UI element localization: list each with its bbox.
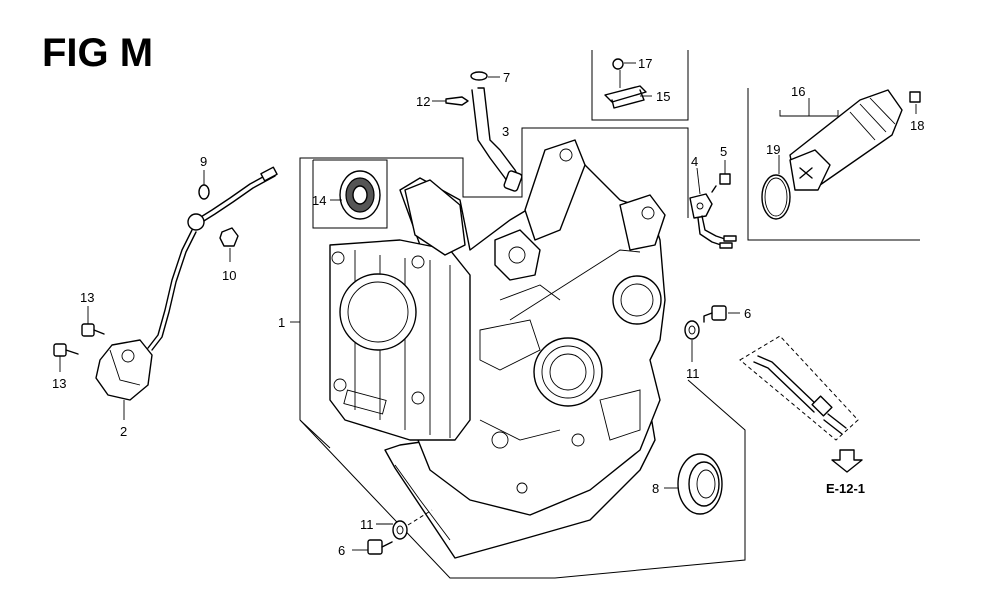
part-6-bolt-bottom — [352, 539, 393, 555]
part-11-washer-right — [684, 320, 700, 362]
callout-14: 14 — [312, 193, 326, 208]
part-2-switch — [95, 166, 278, 420]
callout-13-bottom: 13 — [52, 376, 66, 391]
part-12-pin — [432, 96, 469, 106]
part-8-seal — [664, 453, 723, 515]
part-16-box — [747, 88, 921, 241]
callout-18: 18 — [910, 118, 924, 133]
part-5-bolt — [711, 160, 731, 193]
reference-label: E-12-1 — [826, 481, 865, 496]
callout-4: 4 — [691, 154, 698, 169]
part-13-bolt-b — [53, 343, 79, 372]
part-13-bolt-a — [81, 306, 105, 337]
callout-12: 12 — [416, 94, 430, 109]
part-9-washer — [198, 170, 210, 200]
callout-1: 1 — [278, 315, 285, 330]
callout-9: 9 — [200, 154, 207, 169]
callout-11-bottom: 11 — [360, 517, 374, 532]
callout-16: 16 — [791, 84, 805, 99]
part-7-washer — [470, 71, 500, 81]
callout-8: 8 — [652, 481, 659, 496]
stud-reference — [739, 335, 863, 473]
part-4-sensor — [689, 167, 737, 249]
part-3-rod — [471, 87, 523, 192]
callout-7: 7 — [503, 70, 510, 85]
callout-3: 3 — [502, 124, 509, 139]
callout-10: 10 — [222, 268, 236, 283]
callout-5: 5 — [720, 144, 727, 159]
callout-2: 2 — [120, 424, 127, 439]
part-10-nut — [219, 227, 239, 262]
crankcase-outline — [290, 127, 746, 579]
part-6-bolt-right — [703, 305, 740, 323]
crankcase-body — [329, 139, 666, 559]
figure-title: FIG M — [42, 31, 153, 75]
callout-6-bottom: 6 — [338, 543, 345, 558]
callout-15: 15 — [656, 89, 670, 104]
callout-17: 17 — [638, 56, 652, 71]
callout-19: 19 — [766, 142, 780, 157]
callout-6-right: 6 — [744, 306, 751, 321]
part-15-box — [591, 50, 689, 121]
part-14-box — [312, 159, 388, 229]
callout-13-top: 13 — [80, 290, 94, 305]
callout-11-right: 11 — [686, 366, 700, 381]
part-11-washer-bottom — [376, 509, 433, 540]
